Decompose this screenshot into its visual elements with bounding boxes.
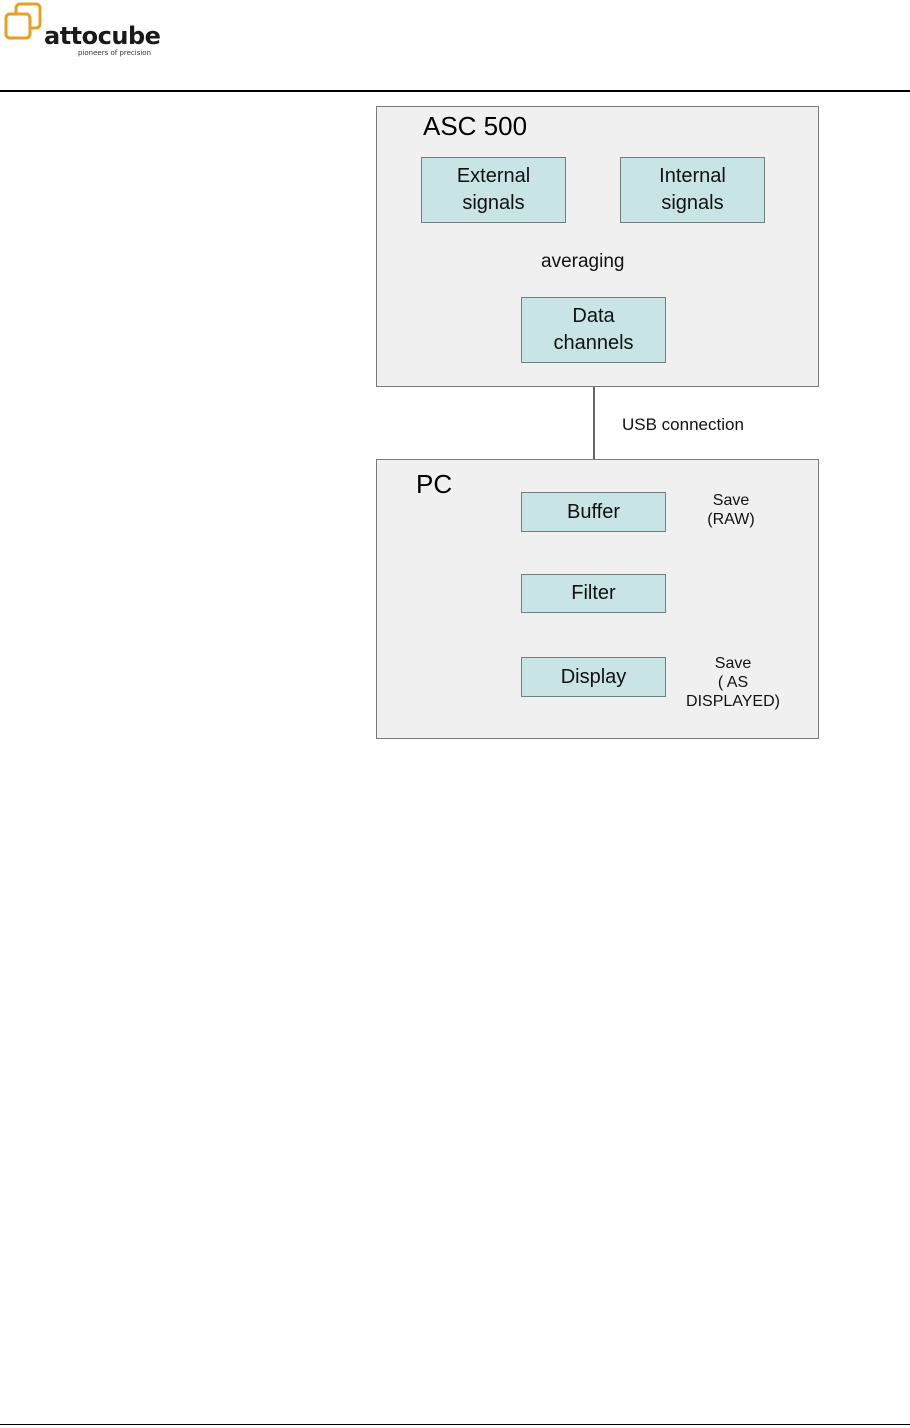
attocube-logo: attocube pioneers of precision bbox=[0, 0, 200, 70]
logo-mark-icon bbox=[4, 2, 42, 40]
edge-label-averaging: averaging bbox=[541, 251, 625, 272]
group-title-pc: PC bbox=[416, 469, 453, 499]
node-filter: Filter bbox=[521, 574, 666, 613]
edge-label-save-raw: Save (RAW) bbox=[707, 492, 755, 528]
node-display: Display bbox=[521, 657, 666, 697]
logo-wordmark: attocube bbox=[44, 22, 161, 50]
logo-tagline: pioneers of precision bbox=[78, 49, 152, 57]
page-header: attocube pioneers of precision bbox=[0, 0, 910, 92]
group-title-asc500: ASC 500 bbox=[423, 111, 528, 141]
edge-label-save-as-displayed: Save ( AS DISPLAYED) bbox=[686, 655, 780, 710]
node-buffer: Buffer bbox=[521, 492, 666, 532]
footer-rule bbox=[0, 1424, 910, 1425]
edge-label-usb-connection: USB connection bbox=[622, 415, 744, 434]
header-rule bbox=[0, 90, 910, 92]
